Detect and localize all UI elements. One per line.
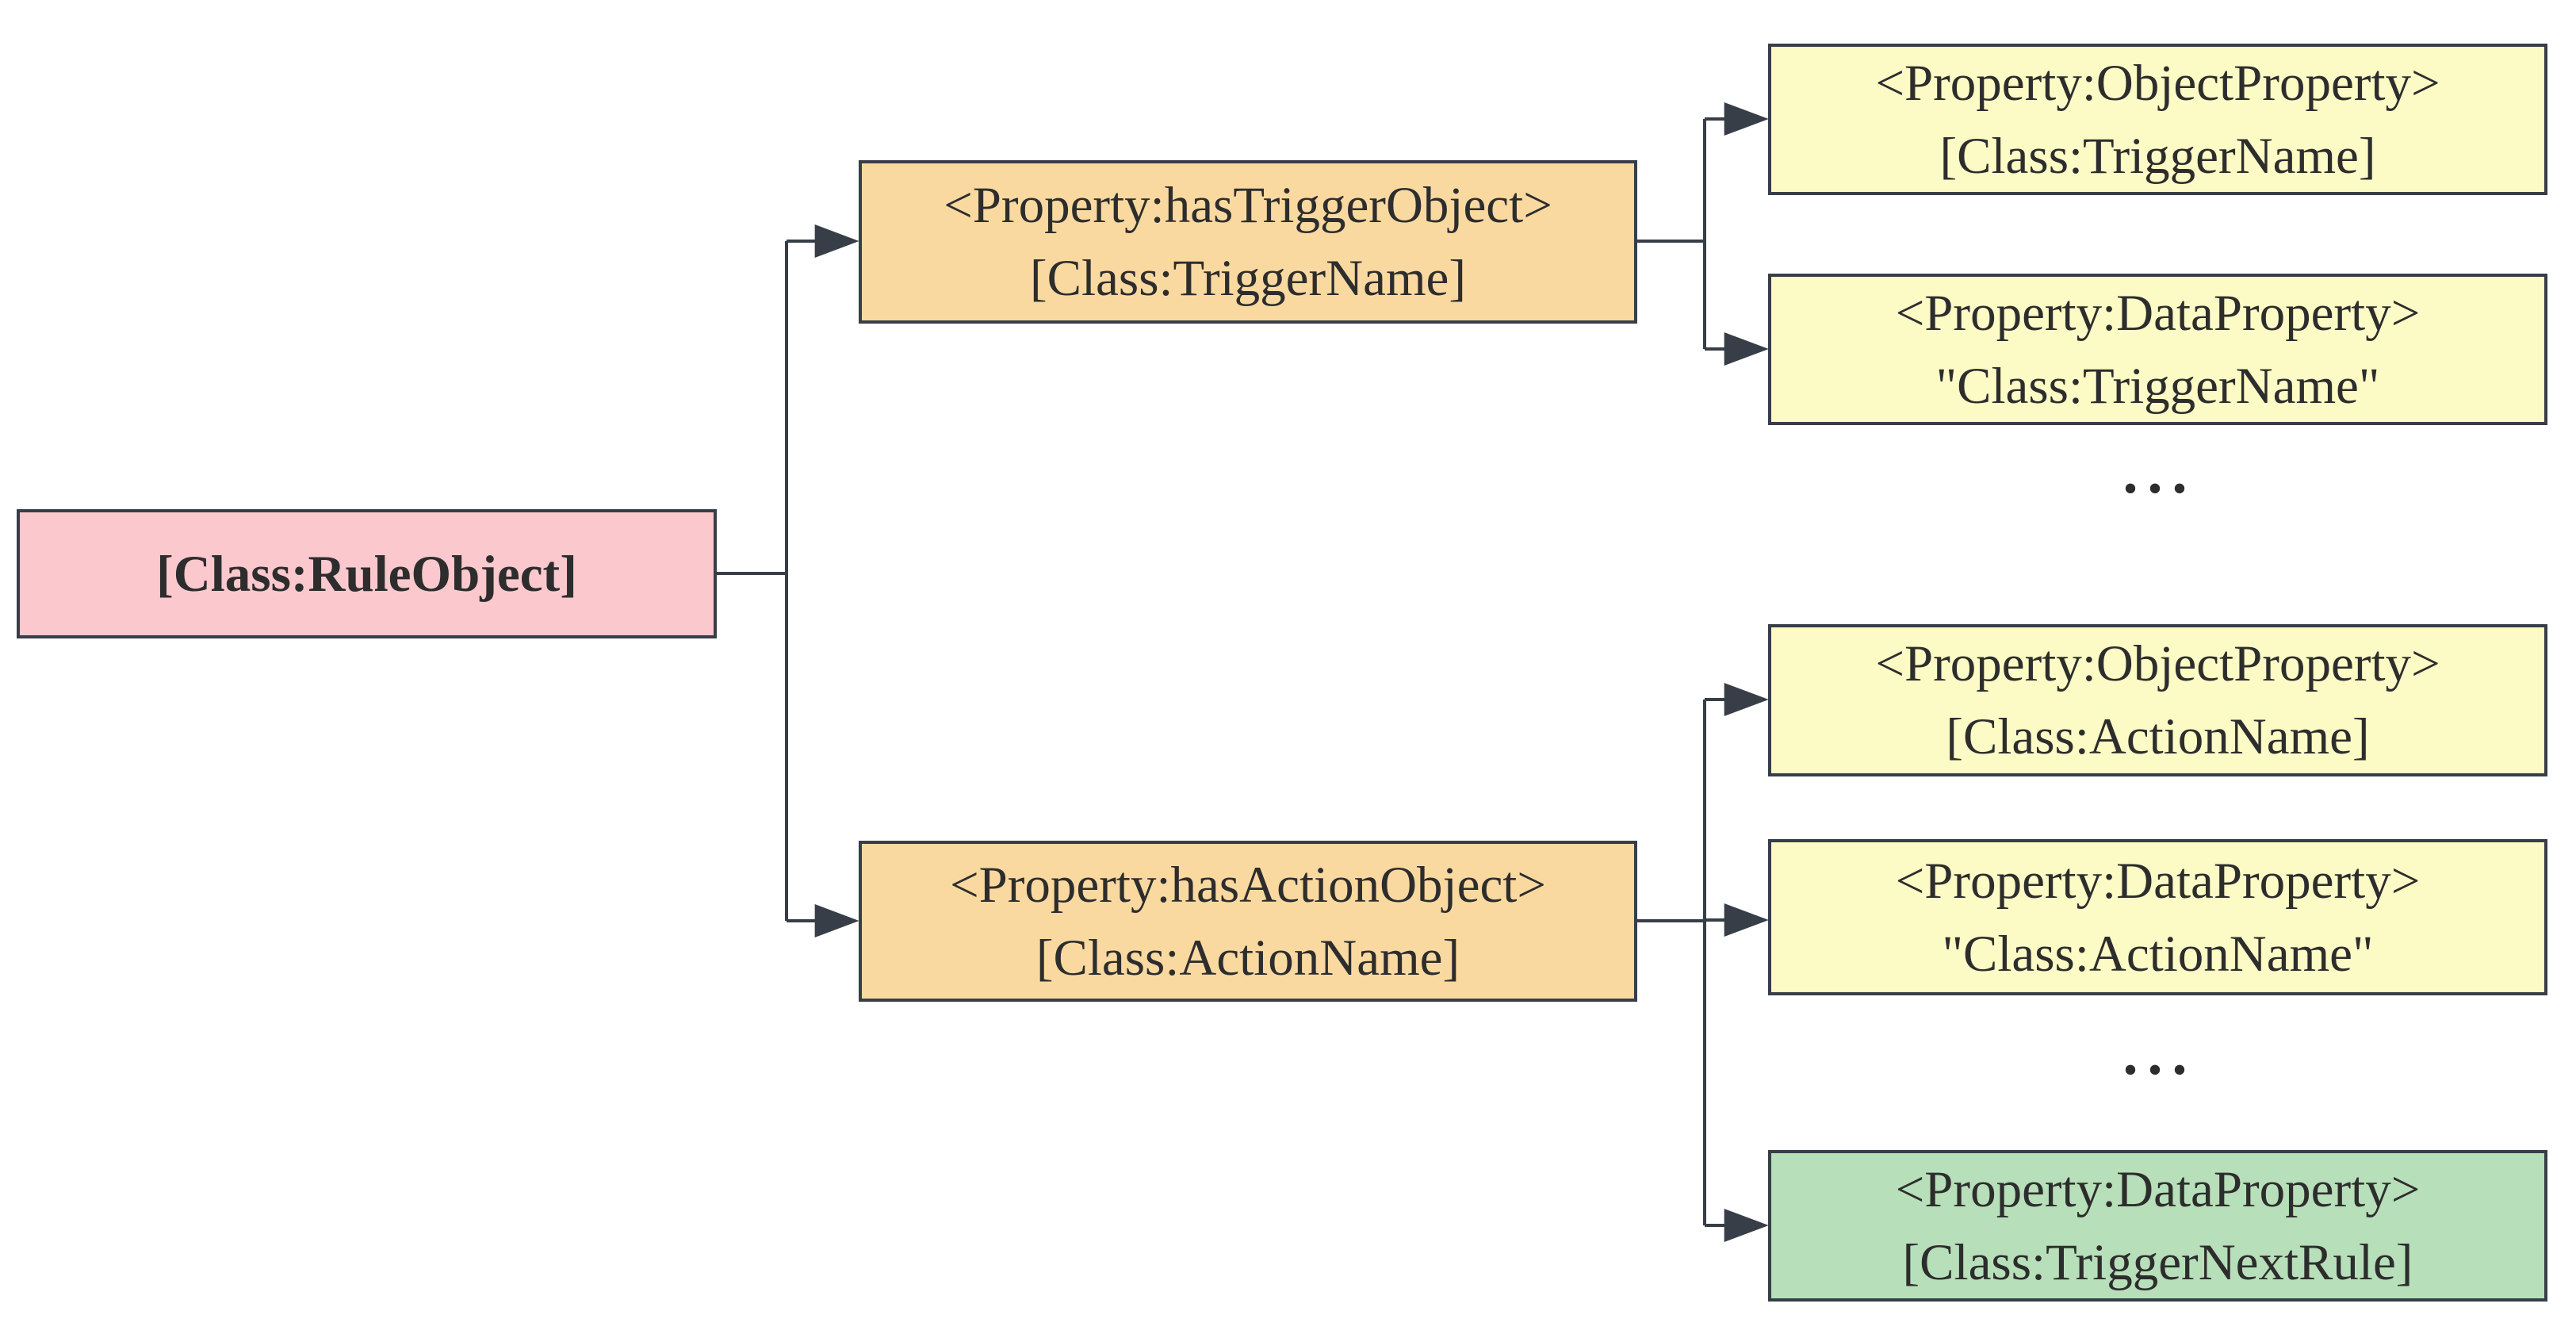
trigger-ellipsis: ... <box>2057 425 2263 520</box>
node-label: [Class:RuleObject] <box>156 545 577 603</box>
node-trigger-next-rule: <Property:DataProperty> [Class:TriggerNe… <box>1768 1150 2547 1302</box>
node-label-line2: "Class:ActionName" <box>1942 925 2374 983</box>
node-label-line1: <Property:ObjectProperty> <box>1875 635 2440 692</box>
node-label-line2: [Class:ActionName] <box>1035 929 1460 987</box>
node-label-line2: "Class:TriggerName" <box>1935 357 2380 415</box>
node-action-data-property: <Property:DataProperty> "Class:ActionNam… <box>1768 839 2547 995</box>
action-ellipsis: ... <box>2057 1006 2263 1102</box>
node-has-action-object: <Property:hasActionObject> [Class:Action… <box>859 841 1637 1002</box>
ellipsis-label: ... <box>2122 1021 2197 1087</box>
node-class-rule-object: [Class:RuleObject] <box>17 509 717 638</box>
node-label-line2: [Class:TriggerName] <box>1939 127 2376 185</box>
node-trigger-object-property: <Property:ObjectProperty> [Class:Trigger… <box>1768 44 2547 195</box>
node-has-trigger-object: <Property:hasTriggerObject> [Class:Trigg… <box>859 160 1637 324</box>
node-label-line1: <Property:hasActionObject> <box>949 856 1547 914</box>
node-action-object-property: <Property:ObjectProperty> [Class:ActionN… <box>1768 624 2547 776</box>
node-label-line2: [Class:ActionName] <box>1946 708 2370 765</box>
node-trigger-data-property: <Property:DataProperty> "Class:TriggerNa… <box>1768 274 2547 425</box>
node-label-line1: <Property:DataProperty> <box>1895 852 2421 910</box>
node-label-line2: [Class:TriggerName] <box>1029 250 1467 307</box>
node-label-line1: <Property:DataProperty> <box>1895 1160 2421 1218</box>
ellipsis-label: ... <box>2122 439 2197 506</box>
node-label-line1: <Property:DataProperty> <box>1895 284 2421 342</box>
node-label-line1: <Property:ObjectProperty> <box>1875 54 2440 112</box>
node-label-line1: <Property:hasTriggerObject> <box>944 177 1552 234</box>
node-label-line2: [Class:TriggerNextRule] <box>1902 1233 2413 1291</box>
